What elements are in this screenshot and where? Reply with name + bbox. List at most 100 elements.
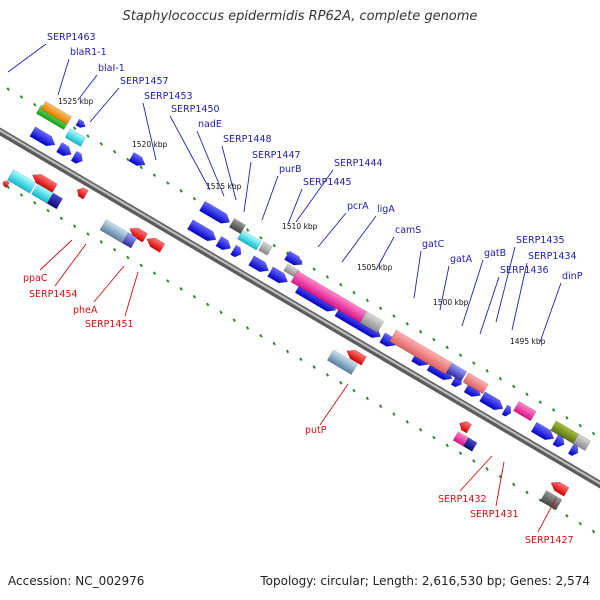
scale-tick-mark: [418, 329, 423, 334]
reverse-gene-label[interactable]: SERP1451: [85, 271, 139, 330]
scale-tick-mark: [325, 373, 330, 377]
forward-gene-label[interactable]: SERP1453: [142, 91, 193, 161]
gene-feature[interactable]: [70, 150, 85, 166]
gene-feature[interactable]: [237, 229, 262, 251]
gene-feature[interactable]: [258, 241, 273, 256]
svg-text:blaR1-1: blaR1-1: [70, 47, 107, 58]
forward-gene-label[interactable]: SERP1457: [89, 76, 169, 123]
forward-gene-label[interactable]: dinP: [539, 271, 583, 343]
svg-text:SERP1445: SERP1445: [303, 177, 352, 188]
forward-gene-label[interactable]: SERP1445: [287, 177, 352, 225]
gene-feature[interactable]: [187, 219, 218, 245]
gene-feature[interactable]: [540, 490, 563, 511]
gene-feature[interactable]: [572, 433, 591, 451]
gene-feature[interactable]: [284, 250, 305, 269]
forward-gene-label[interactable]: SERP1434: [511, 251, 577, 331]
forward-gene-label[interactable]: SERP1436: [479, 265, 549, 335]
gene-feature[interactable]: [530, 421, 556, 443]
scale-tick-mark: [445, 443, 449, 448]
gene-feature[interactable]: [1, 179, 10, 188]
scale-tick-mark: [6, 185, 10, 189]
reverse-gene-label[interactable]: SERP1454: [29, 243, 87, 300]
gene-feature[interactable]: [513, 400, 537, 422]
scale-tick-label: 1500 kbp: [433, 298, 469, 307]
gene-feature[interactable]: [75, 118, 87, 130]
gene-feature[interactable]: [122, 232, 138, 249]
gene-feature[interactable]: [7, 169, 37, 194]
scale-tick-mark: [312, 267, 316, 271]
scale-tick-mark: [179, 287, 183, 291]
scale-tick-label: 1515 kbp: [206, 182, 242, 191]
gene-feature[interactable]: [40, 101, 72, 125]
gene-feature[interactable]: [144, 235, 166, 253]
gene-feature[interactable]: [344, 347, 367, 366]
scale-tick-mark: [325, 275, 330, 279]
forward-gene-label[interactable]: camS: [375, 225, 421, 271]
scale-tick-mark: [405, 420, 409, 424]
scale-tick-label: 1505 kbp: [357, 263, 393, 272]
scale-tick-mark: [192, 294, 197, 299]
gene-feature[interactable]: [199, 200, 232, 227]
forward-gene-label[interactable]: ligA: [341, 204, 395, 263]
gene-feature[interactable]: [128, 152, 148, 169]
forward-gene-label[interactable]: blaI-1: [77, 63, 125, 101]
gene-feature[interactable]: [326, 349, 358, 375]
reverse-gene-label[interactable]: SERP1427: [525, 497, 574, 546]
scale-tick-mark: [378, 404, 383, 409]
gene-feature[interactable]: [463, 437, 478, 452]
forward-gene-label[interactable]: SERP1447: [243, 150, 301, 213]
reverse-gene-label[interactable]: SERP1432: [438, 455, 493, 505]
gene-feature[interactable]: [248, 255, 272, 276]
gene-feature[interactable]: [56, 142, 74, 160]
svg-text:gatA: gatA: [450, 254, 473, 265]
scale-tick-label: 1520 kbp: [132, 140, 168, 149]
svg-text:ligA: ligA: [377, 204, 395, 215]
gene-feature[interactable]: [550, 420, 579, 444]
gene-feature[interactable]: [548, 478, 570, 497]
gene-feature[interactable]: [359, 311, 385, 334]
gene-feature[interactable]: [46, 192, 64, 210]
reverse-gene-label[interactable]: SERP1431: [470, 461, 519, 520]
gene-feature[interactable]: [127, 224, 149, 243]
scale-tick-mark: [512, 384, 516, 389]
forward-gene-label[interactable]: gatC: [413, 239, 445, 299]
scale-tick-mark: [365, 298, 370, 303]
forward-gene-label[interactable]: blaR1-1: [57, 47, 107, 96]
scale-tick-mark: [418, 427, 423, 432]
forward-gene-label[interactable]: SERP1450: [169, 104, 220, 191]
gene-feature[interactable]: [230, 244, 243, 259]
scale-tick-mark: [19, 193, 24, 197]
forward-gene-label[interactable]: nadE: [196, 119, 225, 197]
gene-feature[interactable]: [64, 128, 87, 147]
scale-tick-mark: [179, 189, 183, 193]
gene-feature[interactable]: [75, 185, 89, 200]
gene-feature[interactable]: [501, 404, 514, 418]
gene-feature[interactable]: [215, 236, 234, 253]
svg-text:camS: camS: [395, 225, 421, 236]
forward-gene-label[interactable]: SERP1435: [495, 235, 565, 323]
reverse-gene-label[interactable]: putP: [305, 383, 349, 436]
gene-feature[interactable]: [457, 419, 472, 434]
forward-gene-label[interactable]: gatB: [461, 248, 506, 327]
forward-gene-label[interactable]: SERP1444: [295, 158, 383, 223]
forward-gene-label[interactable]: SERP1448: [221, 134, 272, 201]
gene-feature[interactable]: [267, 266, 291, 287]
forward-gene-label[interactable]: SERP1463: [7, 32, 96, 73]
scale-tick-mark: [206, 302, 210, 307]
gene-feature[interactable]: [479, 391, 506, 414]
scale-tick-mark: [152, 173, 157, 178]
forward-gene-label[interactable]: gatA: [439, 254, 473, 311]
reverse-gene-label[interactable]: pheA: [73, 265, 125, 316]
gene-feature[interactable]: [462, 372, 489, 395]
scale-tick-mark: [339, 282, 343, 287]
forward-gene-label[interactable]: pcrA: [317, 201, 369, 248]
gene-feature[interactable]: [29, 126, 58, 150]
svg-text:SERP1453: SERP1453: [144, 91, 193, 102]
scale-tick-mark: [299, 357, 303, 362]
gene-feature[interactable]: [379, 332, 399, 350]
forward-gene-label[interactable]: purB: [261, 164, 301, 221]
gene-feature[interactable]: [228, 218, 246, 235]
scale-tick-mark: [99, 142, 103, 146]
reverse-gene-label[interactable]: ppaC: [23, 239, 73, 284]
gene-feature[interactable]: [446, 362, 468, 382]
